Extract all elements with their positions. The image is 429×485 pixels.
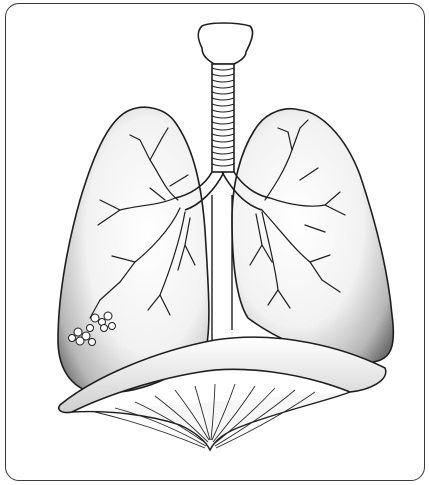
diaphragm-muscle: [72, 392, 350, 450]
right-lung: [232, 109, 393, 362]
trachea: [212, 64, 234, 172]
mediastinum-lines: [212, 195, 232, 345]
larynx: [198, 23, 252, 64]
